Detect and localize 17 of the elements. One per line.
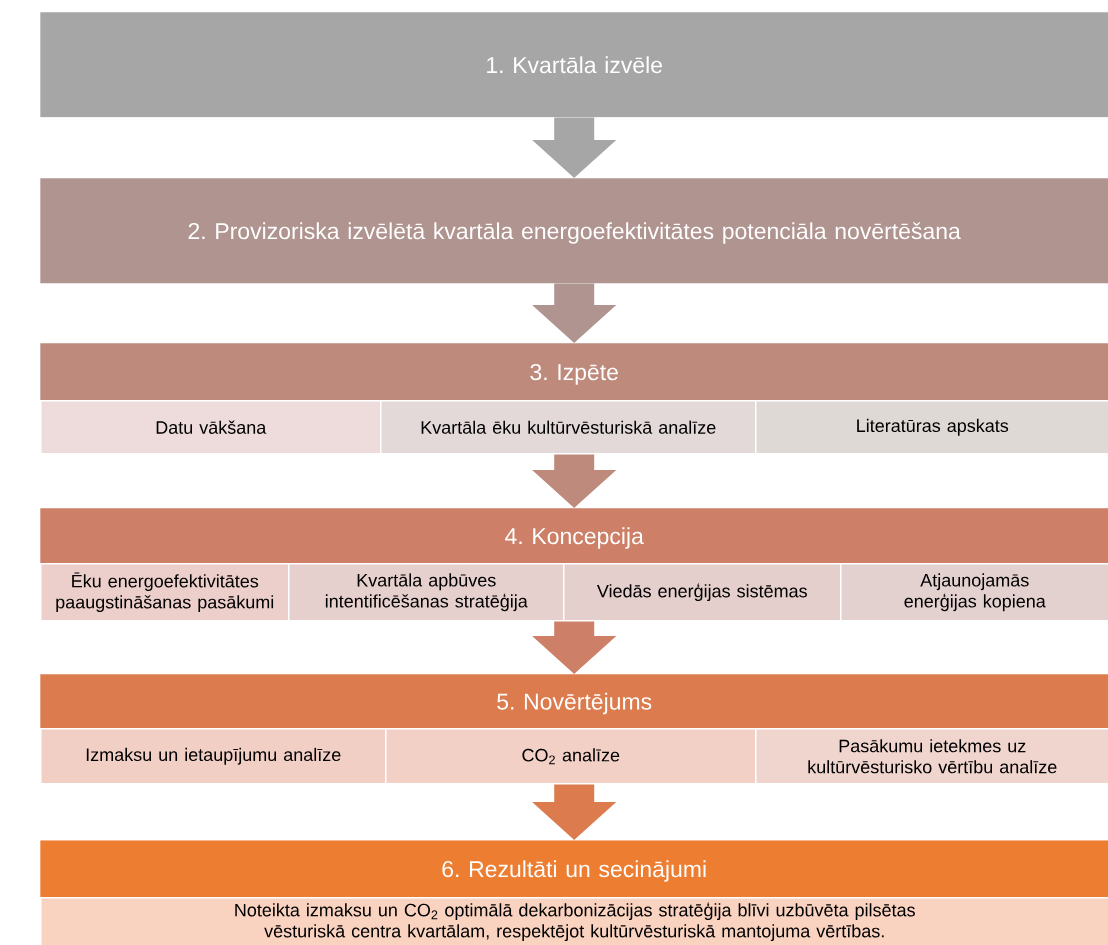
stage-box: 5. Novērtējums: [40, 674, 1108, 729]
activity-box: Kvartāla apbūves intentificēšanas stratēģija: [288, 563, 565, 622]
activity-box: Literatūras apskats: [755, 400, 1108, 455]
activity-box: Izmaksu un ietaupījumu analīze: [40, 728, 387, 785]
stage-box: 4. Koncepcija: [40, 508, 1108, 564]
activity-box: Pasākumu ietekmes uz kultūrvēsturisko vērtību analīze: [755, 728, 1108, 785]
stage-box: 6. Rezultāti un secinājumi: [40, 840, 1108, 898]
activity-box: CO$_{2}$ analīze: [385, 728, 757, 785]
stage-box: 2. Provizoriska izvēlētā kvartāla energoefektivitātes potenciāla novērtēšana: [40, 178, 1108, 284]
stage-box: 3. Izpēte: [40, 343, 1108, 401]
stage-box: 1. Kvartāla izvēle: [40, 12, 1108, 118]
activity-box: Ēku energoefektivitātes paaugstināšanas pasākumi: [40, 563, 290, 622]
activity-box: Kvartāla ēku kultūrvēsturiskā analīze: [380, 400, 757, 455]
activity-box: Datu vākšana: [40, 400, 382, 455]
activity-box: Noteikta izmaksu un CO$_{2}$ optimālā dekarbonizācijas stratēģija blīvi uzbūvēta pilsētas vēsturiskā centra kvartālam, respektējot kultūrvēsturiskā mantojuma vērtības.: [40, 897, 1108, 945]
activity-box: Atjaunojamās enerģijas kopiena: [840, 563, 1108, 622]
activity-box: Viedās enerģijas sistēmas: [563, 563, 842, 622]
